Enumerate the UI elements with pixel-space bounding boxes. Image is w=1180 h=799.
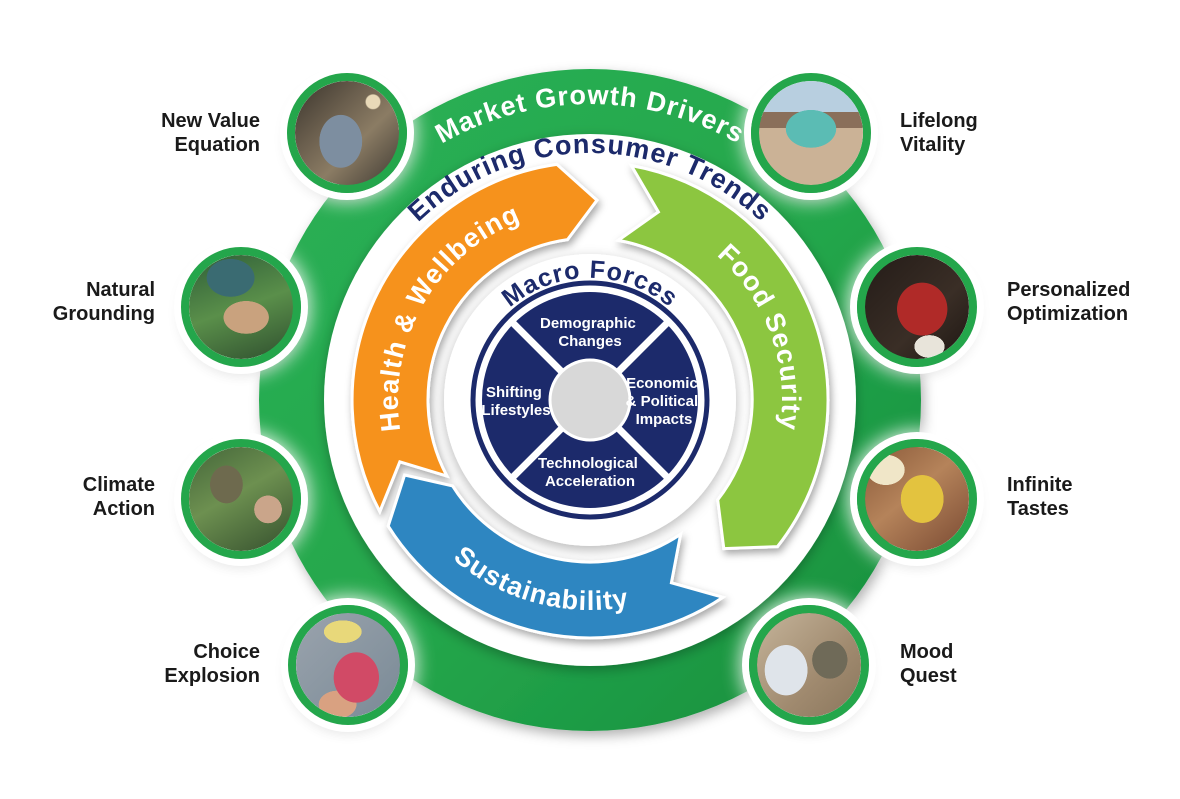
label-lifelong-vitality: Lifelong Vitality [900, 109, 1070, 157]
macro-forces-core: Demographic Changes Economic & Political… [470, 280, 710, 520]
bubble-infinite-tastes [857, 439, 977, 559]
photo-friends-sharing-snacks-on-rooftop [757, 613, 861, 717]
quadrant-demographic-changes: Demographic Changes [540, 315, 640, 350]
bubble-natural-grounding [181, 247, 301, 367]
label-line: Infinite [1007, 474, 1073, 496]
core-center-circle [548, 358, 632, 442]
label-line: Equation [174, 134, 260, 156]
photo-people-gardening-with-watering-can [189, 447, 293, 551]
label-line: Tastes [1007, 498, 1069, 520]
bubble-mood-quest [749, 605, 869, 725]
photo-hands-toasting-colorful-drinks [296, 613, 400, 717]
quadrant-economic-political-impacts: Economic & Political Impacts [626, 375, 703, 428]
photo-man-browsing-store-with-phone [295, 81, 399, 185]
label-line: Natural [86, 279, 155, 301]
bubble-lifelong-vitality [751, 73, 871, 193]
photo-woman-in-red-preparing-supplements [865, 255, 969, 359]
label-climate-action: Climate Action [0, 473, 155, 521]
label-line: Choice [193, 641, 260, 663]
photo-woman-filming-cooking-video [865, 447, 969, 551]
label-line: Lifelong [900, 110, 978, 132]
label-line: Optimization [1007, 303, 1129, 325]
photo-hands-holding-fresh-herbs [189, 255, 293, 359]
label-natural-grounding: Natural Grounding [0, 278, 155, 326]
bubble-personalized-optimization [857, 247, 977, 367]
label-line: Climate [82, 474, 155, 496]
label-line: Grounding [52, 303, 155, 325]
label-line: Quest [900, 665, 957, 687]
label-line: Personalized [1007, 279, 1131, 301]
label-line: Explosion [164, 665, 260, 687]
label-line: New Value [161, 110, 260, 132]
quadrant-technological-acceleration: Technological Acceleration [538, 455, 642, 490]
label-infinite-tastes: Infinite Tastes [1007, 473, 1177, 521]
label-personalized-optimization: Personalized Optimization [1007, 278, 1177, 326]
label-line: Vitality [900, 134, 966, 156]
bubble-choice-explosion [288, 605, 408, 725]
bubble-new-value-equation [287, 73, 407, 193]
label-line: Mood [900, 641, 954, 663]
photo-woman-exercising-outdoors [759, 81, 863, 185]
label-new-value-equation: New Value Equation [100, 109, 260, 157]
bubble-climate-action [181, 439, 301, 559]
label-choice-explosion: Choice Explosion [100, 640, 260, 688]
quadrant-shifting-lifestyles: Shifting Lifestyles [481, 384, 550, 419]
label-line: Action [92, 498, 155, 520]
label-mood-quest: Mood Quest [900, 640, 1070, 688]
